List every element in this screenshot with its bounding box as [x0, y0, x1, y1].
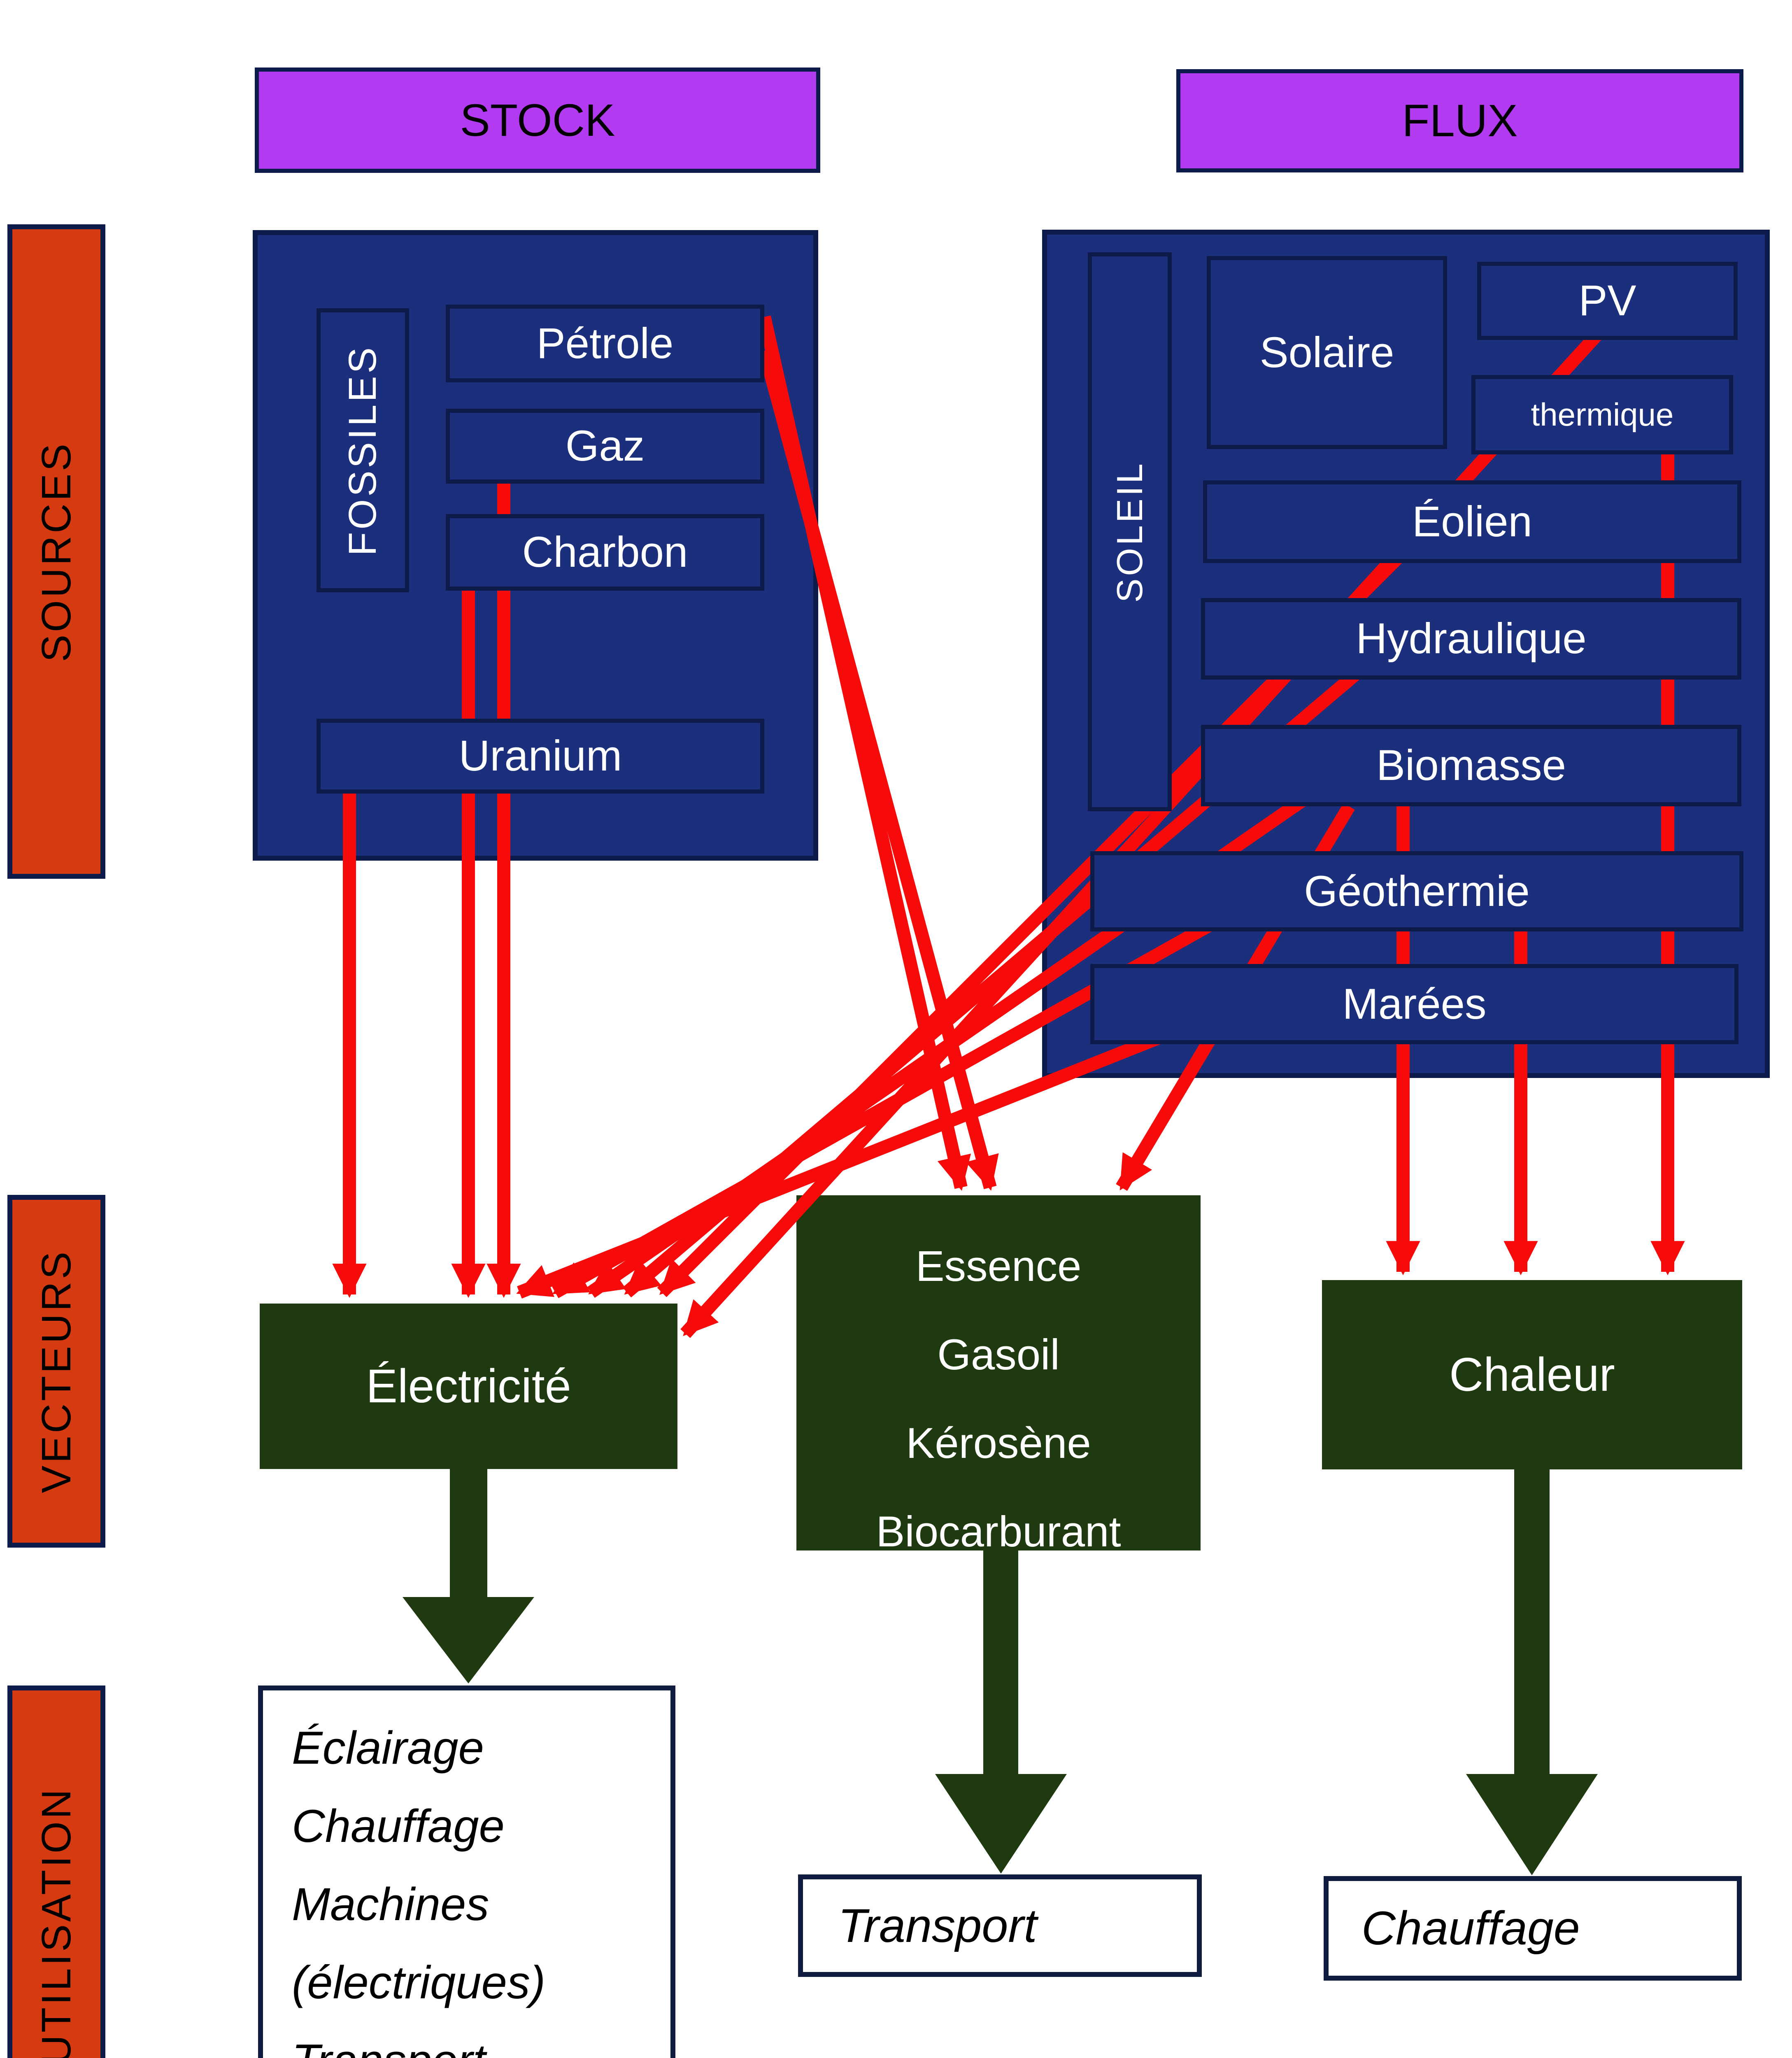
source-gaz: Gaz — [446, 409, 764, 484]
source-eolien-label: Éolien — [1412, 497, 1532, 546]
use-eclairage: Éclairage — [292, 1722, 484, 1774]
block-arrow-chaleur-to-chauffage — [1466, 1469, 1598, 1875]
source-uranium-label: Uranium — [458, 732, 622, 780]
fuel-kerosene: Kérosène — [906, 1419, 1091, 1467]
vector-chaleur: Chaleur — [1322, 1280, 1742, 1469]
source-thermique: thermique — [1471, 375, 1733, 454]
fossiles-label: FOSSILES — [341, 345, 384, 556]
header-stock: STOCK — [255, 68, 820, 173]
use-chauffage-label: Chauffage — [1361, 1902, 1580, 1955]
source-pv: PV — [1477, 262, 1738, 340]
use-transport-label: Transport — [838, 1899, 1037, 1952]
rail-vecteurs-label: VECTEURS — [33, 1249, 79, 1493]
use-chauffage-box: Chauffage — [1324, 1876, 1742, 1981]
source-geothermie: Géothermie — [1090, 851, 1743, 931]
fuel-biocarburant: Biocarburant — [876, 1508, 1121, 1556]
source-biomasse-label: Biomasse — [1376, 741, 1566, 789]
header-flux-label: FLUX — [1402, 95, 1518, 146]
vector-electricite: Électricité — [260, 1304, 677, 1469]
fuel-essence: Essence — [915, 1242, 1082, 1290]
use-transport: Transport — [292, 2022, 670, 2058]
soleil-label: SOLEIL — [1109, 461, 1150, 603]
use-machines: Machines — [292, 1879, 489, 1930]
use-chauffage: Chauffage — [292, 1800, 505, 1852]
source-eolien: Éolien — [1203, 480, 1741, 563]
rail-utilisation: UTILISATION — [7, 1686, 105, 2058]
soleil-label-box: SOLEIL — [1088, 252, 1172, 811]
source-hydraulique-label: Hydraulique — [1356, 615, 1587, 663]
vector-chaleur-label: Chaleur — [1449, 1348, 1615, 1401]
source-biomasse: Biomasse — [1201, 725, 1741, 806]
vector-fuels: Essence Gasoil Kérosène Biocarburant — [796, 1195, 1201, 1556]
vector-electricite-label: Électricité — [366, 1360, 571, 1413]
rail-vecteurs: VECTEURS — [7, 1195, 105, 1548]
source-marees-label: Marées — [1342, 980, 1487, 1028]
rail-utilisation-label: UTILISATION — [33, 1786, 79, 2058]
source-uranium: Uranium — [317, 719, 764, 794]
source-marees: Marées — [1090, 964, 1738, 1044]
source-thermique-label: thermique — [1531, 396, 1674, 433]
source-gaz-label: Gaz — [565, 422, 645, 470]
source-geothermie-label: Géothermie — [1304, 867, 1530, 915]
header-stock-label: STOCK — [460, 95, 615, 146]
source-petrole: Pétrole — [446, 305, 764, 382]
block-arrow-electricite-to-uses — [403, 1469, 534, 1683]
source-charbon-label: Charbon — [522, 528, 688, 576]
source-petrole-label: Pétrole — [536, 319, 674, 368]
rail-sources-label: SOURCES — [33, 441, 79, 662]
fossiles-label-box: FOSSILES — [317, 308, 409, 592]
use-electricite-box: Éclairage Chauffage Machines (électrique… — [258, 1686, 675, 2058]
source-charbon: Charbon — [446, 514, 764, 591]
block-arrow-fuels-to-transport — [935, 1550, 1067, 1874]
source-hydraulique: Hydraulique — [1201, 598, 1741, 680]
header-flux: FLUX — [1176, 69, 1743, 172]
use-transport-box: Transport — [798, 1874, 1202, 1977]
use-electriques: (électriques) — [292, 1957, 546, 2008]
source-solaire: Solaire — [1207, 256, 1447, 449]
rail-sources: SOURCES — [7, 224, 105, 879]
fuel-gasoil: Gasoil — [937, 1331, 1060, 1379]
source-pv-label: PV — [1578, 277, 1636, 325]
source-solaire-label: Solaire — [1259, 328, 1394, 377]
